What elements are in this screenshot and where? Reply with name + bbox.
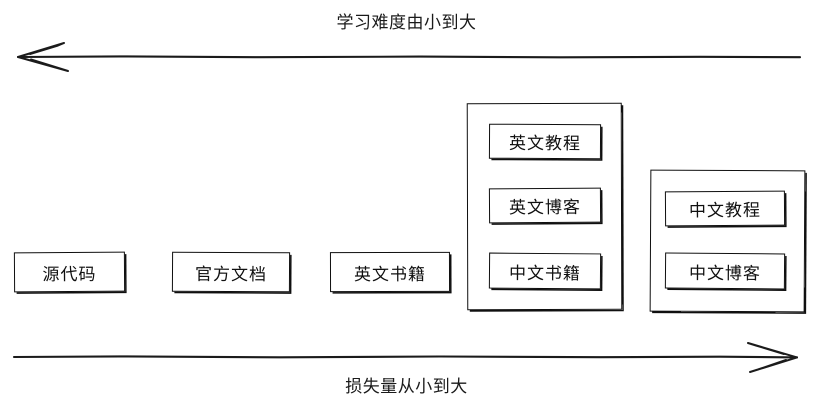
node-chinese-tutorial-label: 中文教程: [688, 200, 762, 222]
node-english-blog[interactable]: 英文博客: [488, 187, 602, 224]
top-axis-arrow: [16, 42, 802, 72]
node-english-tutorial[interactable]: 英文教程: [488, 123, 602, 160]
node-english-tutorial-label: 英文教程: [508, 133, 582, 155]
top-axis-label: 学习难度由小到大: [336, 13, 477, 33]
bottom-axis-arrow: [12, 342, 799, 373]
node-english-books-label: 英文书籍: [353, 264, 427, 285]
node-official-docs[interactable]: 官方文档: [171, 251, 291, 293]
node-official-docs-label: 官方文档: [194, 264, 268, 285]
node-english-books[interactable]: 英文书籍: [329, 251, 451, 293]
node-chinese-tutorial[interactable]: 中文教程: [664, 190, 786, 227]
node-chinese-books[interactable]: 中文书籍: [488, 252, 602, 290]
node-chinese-books-label: 中文书籍: [508, 263, 582, 284]
node-english-blog-label: 英文博客: [508, 197, 582, 219]
node-source-code[interactable]: 源代码: [13, 251, 126, 293]
node-source-code-label: 源代码: [42, 264, 97, 285]
node-chinese-blog-label: 中文博客: [688, 263, 762, 284]
node-chinese-blog[interactable]: 中文博客: [664, 252, 786, 290]
bottom-axis-label: 损失量从小到大: [345, 377, 468, 397]
